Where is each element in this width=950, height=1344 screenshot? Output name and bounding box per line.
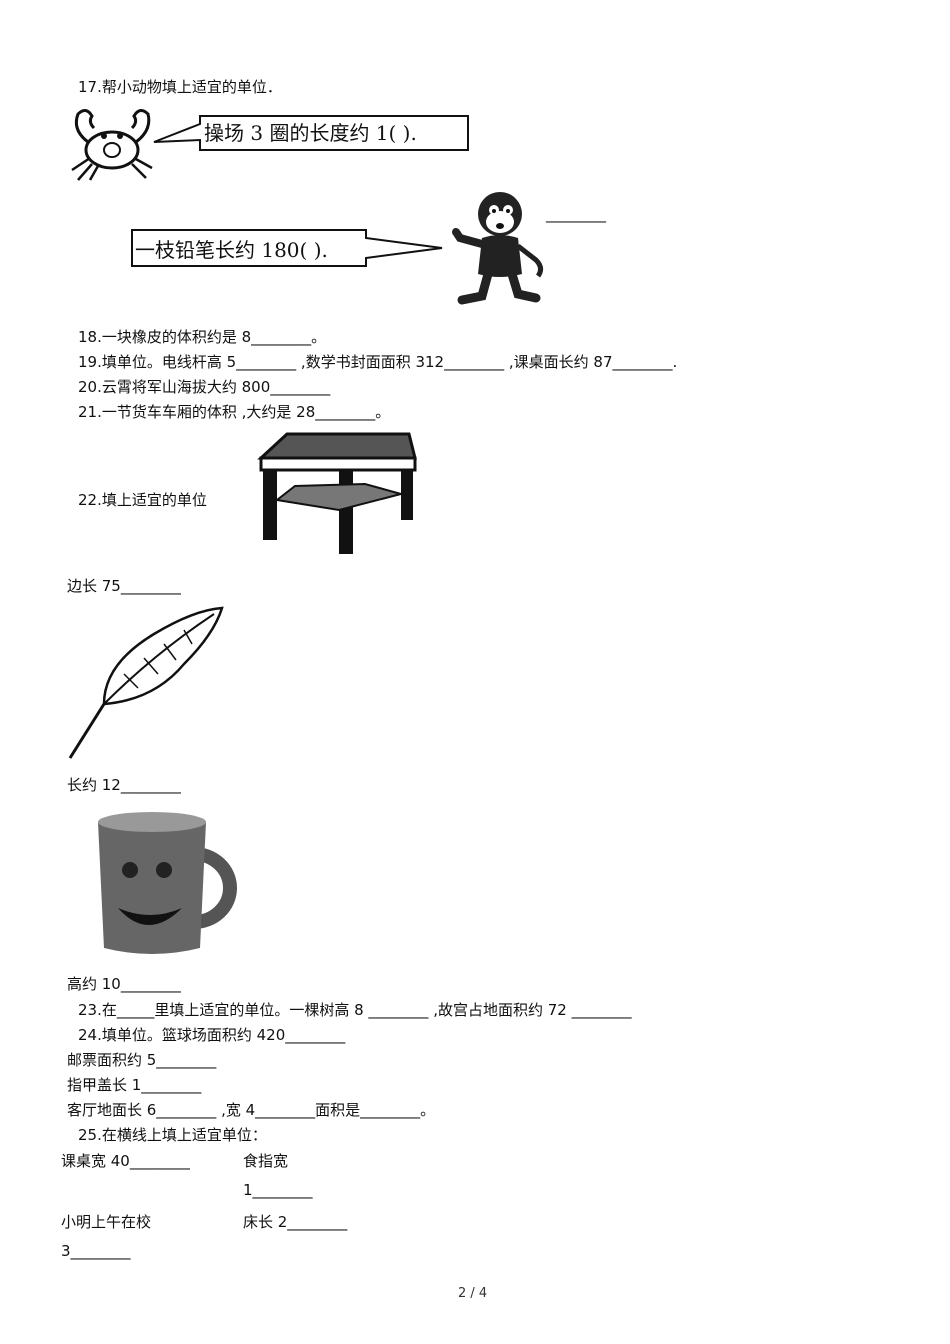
q23-text: 23.在_____里填上适宜的单位。一棵树高 8 ________ ,故宫占地面…	[78, 1001, 632, 1019]
q18-text: 18.一块橡皮的体积约是 8________。	[78, 328, 327, 346]
table-illustration	[257, 432, 417, 554]
q25-bed-length: 床长 2________	[243, 1213, 348, 1231]
feather-length-label: 长约 12________	[67, 776, 181, 794]
page-number: 2 / 4	[458, 1286, 488, 1301]
q17-title: 17.帮小动物填上适宜的单位．	[78, 78, 282, 96]
mug-height-label: 高约 10________	[67, 975, 181, 993]
q25-finger-blank: 1________	[243, 1181, 313, 1199]
q24-line1: 24.填单位。篮球场面积约 420________	[78, 1026, 346, 1044]
q25-desk-width: 课桌宽 40________	[61, 1152, 190, 1170]
q25-school-label: 小明上午在校	[61, 1213, 152, 1231]
crab-speech-bubble	[153, 115, 469, 151]
crab-illustration	[71, 109, 153, 181]
q20-text: 20.云霄将军山海拔大约 800________	[78, 378, 331, 396]
q21-text: 21.一节货车车厢的体积 ,大约是 28________。	[78, 403, 391, 421]
q24-line4: 客厅地面长 6________ ,宽 4________面积是________。	[67, 1101, 436, 1119]
q25-school-blank: 3________	[61, 1242, 131, 1260]
q24-line2: 邮票面积约 5________	[67, 1051, 217, 1069]
q25-finger-label: 食指宽	[243, 1152, 289, 1170]
monkey-bubble-text: 一枝铅笔长约 180( ).	[135, 238, 328, 262]
q24-line3: 指甲盖长 1________	[67, 1076, 202, 1094]
monkey-speech-bubble	[131, 229, 443, 267]
q22-title: 22.填上适宜的单位	[78, 491, 207, 509]
monkey-illustration	[452, 192, 544, 305]
q25-title: 25.在横线上填上适宜单位：	[78, 1126, 267, 1144]
q19-text: 19.填单位。电线杆高 5________ ,数学书封面面积 312______…	[78, 353, 678, 371]
monkey-answer-blank[interactable]: ________	[546, 205, 606, 223]
table-edge-label: 边长 75________	[67, 577, 181, 595]
crab-bubble-text: 操场 3 圈的长度约 1( ).	[204, 121, 417, 145]
feather-illustration	[68, 606, 224, 759]
mug-illustration	[98, 812, 237, 954]
